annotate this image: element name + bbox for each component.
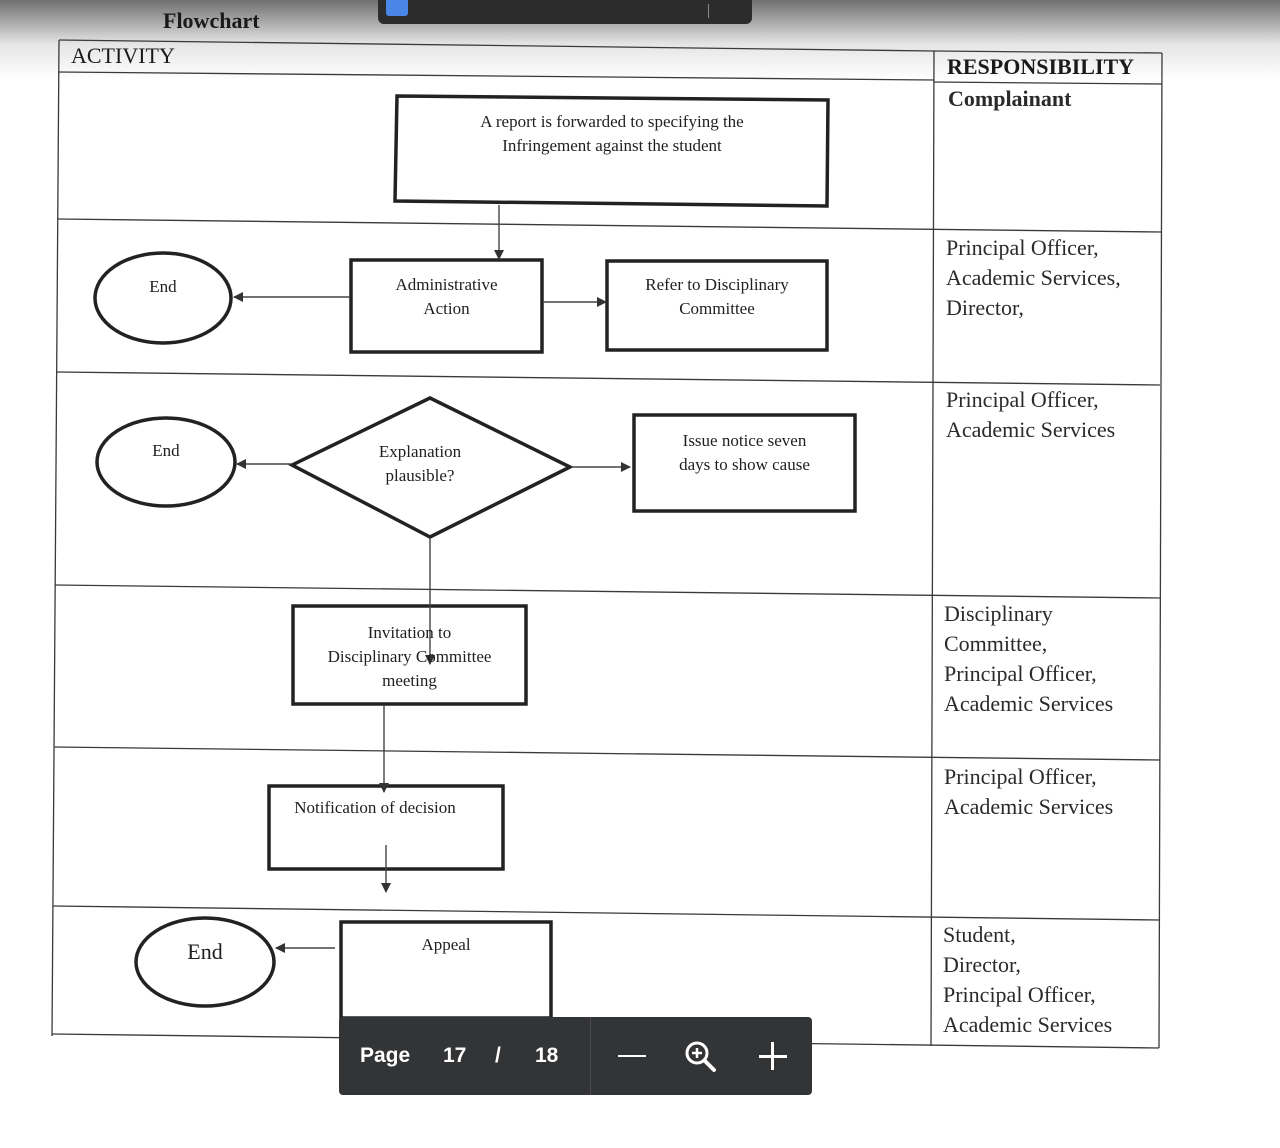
resp-text: Disciplinary <box>944 601 1053 626</box>
end-label-2: End <box>152 441 180 460</box>
flow-arrows <box>233 205 631 953</box>
issue-notice-line-1: Issue notice seven <box>682 431 807 450</box>
total-pages: 18 <box>535 1044 559 1067</box>
resp-text: Principal Officer, <box>943 982 1096 1007</box>
toolbar-divider <box>590 1017 591 1095</box>
resp-text: Student, <box>943 922 1016 947</box>
admin-action-line-1: Administrative <box>395 275 498 294</box>
resp-text: Director, <box>946 295 1024 320</box>
resp-text: Principal Officer, <box>946 235 1099 260</box>
decision-label: Explanation plausible? <box>340 440 500 488</box>
report-line-2: Infringement against the student <box>502 136 722 155</box>
admin-action-label: Administrative Action <box>353 273 540 321</box>
resp-text: Director, <box>943 952 1021 977</box>
file-title-bar[interactable] <box>378 0 752 24</box>
resp-text: Principal Officer, <box>944 764 1097 789</box>
resp-text: Committee, <box>944 631 1048 656</box>
notification-label: Notification of decision <box>294 798 456 817</box>
refer-line-2: Committee <box>679 299 755 318</box>
decision-diamond <box>288 396 574 539</box>
invitation-line-3: meeting <box>382 671 437 690</box>
pdf-toolbar: Page 17 / 18 <box>339 1017 812 1095</box>
current-page-input[interactable]: 17 <box>443 1044 467 1067</box>
invitation-line-1: Invitation to <box>367 623 452 642</box>
minus-icon[interactable] <box>618 1055 646 1057</box>
responsibility-row-6: Student, Director, Principal Officer, Ac… <box>943 920 1112 1040</box>
end-label-1: End <box>149 277 177 296</box>
resp-text: Principal Officer, <box>944 661 1097 686</box>
invitation-box <box>291 604 528 706</box>
refer-box <box>605 259 829 352</box>
plus-icon[interactable] <box>759 1041 787 1071</box>
appeal-label: Appeal <box>421 935 471 954</box>
end-oval-3 <box>134 916 276 1008</box>
resp-text: Academic Services <box>946 417 1116 442</box>
end-oval-1 <box>93 251 233 345</box>
resp-text: Academic Services, <box>946 265 1121 290</box>
responsibility-row-3: Principal Officer, Academic Services <box>946 385 1115 445</box>
table-grid <box>51 39 1163 1049</box>
decision-line-1: Explanation <box>378 442 462 461</box>
end-label-3: End <box>187 939 223 964</box>
flow-shapes <box>93 94 857 1020</box>
page-label: Page <box>360 1044 411 1067</box>
resp-text: Academic Services <box>944 794 1114 819</box>
admin-action-line-2: Action <box>423 299 470 318</box>
page-separator: / <box>495 1044 501 1067</box>
resp-text: Academic Services <box>944 691 1114 716</box>
invitation-label: Invitation to Disciplinary Committee mee… <box>293 621 526 693</box>
report-line-1: A report is forwarded to specifying the <box>480 112 744 131</box>
admin-action-box <box>349 258 544 354</box>
resp-text: Complainant <box>948 86 1072 111</box>
responsibility-row-4: Disciplinary Committee, Principal Office… <box>944 599 1113 719</box>
report-box <box>393 94 830 208</box>
responsibility-row-1: Complainant <box>948 84 1071 114</box>
issue-notice-box <box>632 413 857 513</box>
decision-line-2: plausible? <box>385 466 455 485</box>
responsibility-row-5: Principal Officer, Academic Services <box>944 762 1113 822</box>
invitation-line-2: Disciplinary Committee <box>327 647 492 666</box>
report-label: A report is forwarded to specifying the … <box>400 110 824 158</box>
divider <box>708 4 709 18</box>
responsibility-row-2: Principal Officer, Academic Services, Di… <box>946 233 1121 323</box>
refer-line-1: Refer to Disciplinary <box>645 275 789 294</box>
resp-text: Principal Officer, <box>946 387 1099 412</box>
issue-notice-line-2: days to show cause <box>679 455 810 474</box>
end-oval-2 <box>95 416 237 508</box>
activity-header: ACTIVITY <box>71 43 175 68</box>
responsibility-header: RESPONSIBILITY <box>947 54 1135 79</box>
document-icon <box>386 0 408 16</box>
zoom-in-icon[interactable] <box>683 1039 717 1073</box>
page-heading: Flowchart <box>163 8 260 33</box>
issue-notice-label: Issue notice seven days to show cause <box>634 429 855 477</box>
resp-text: Academic Services <box>943 1012 1113 1037</box>
refer-label: Refer to Disciplinary Committee <box>607 273 827 321</box>
